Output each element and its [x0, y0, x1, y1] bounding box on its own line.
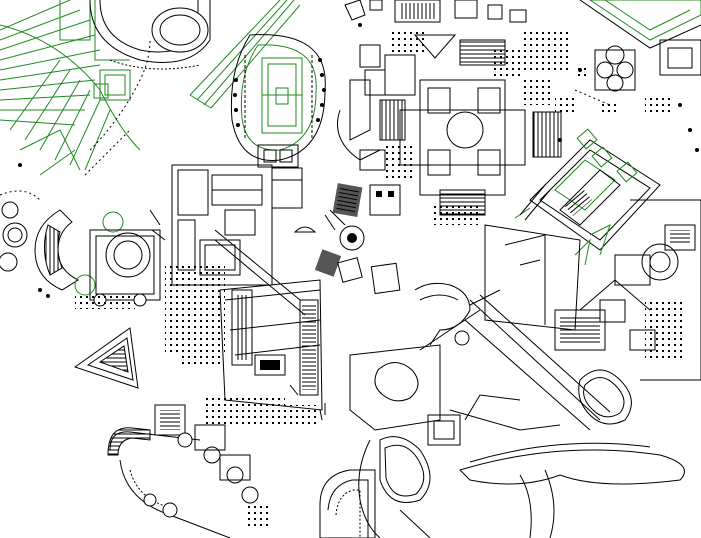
cross-shaped-palace	[379, 30, 562, 216]
green-diamond-plaza	[579, 0, 701, 49]
dotted-arc-left	[84, 39, 151, 176]
triangular-temple	[73, 327, 139, 389]
amphitheater-west	[0, 190, 80, 298]
dotted-grid-square	[520, 30, 570, 105]
baths-complex-west	[74, 209, 166, 309]
freeform-plaza-south	[349, 282, 685, 538]
centralized-rotunda-ne	[574, 39, 701, 106]
diagonal-promenade	[419, 224, 651, 431]
east-edge-complex	[599, 199, 701, 381]
dotted-rows	[265, 65, 670, 425]
green-garden-fan	[0, 0, 141, 176]
palace-complex-south-west	[107, 404, 270, 538]
stray-marks	[18, 68, 699, 421]
circus-track-south	[319, 469, 376, 538]
stadium-oval-garden	[230, 34, 326, 161]
green-diagonal-complex	[514, 128, 661, 266]
rotated-gray-pavilion	[293, 183, 401, 295]
top-fragments	[344, 0, 527, 27]
round-courtyard-top	[89, 0, 211, 70]
north-wing-block	[337, 44, 416, 216]
freeform-courtyard-east	[578, 369, 632, 425]
central-left-compound	[165, 164, 323, 425]
